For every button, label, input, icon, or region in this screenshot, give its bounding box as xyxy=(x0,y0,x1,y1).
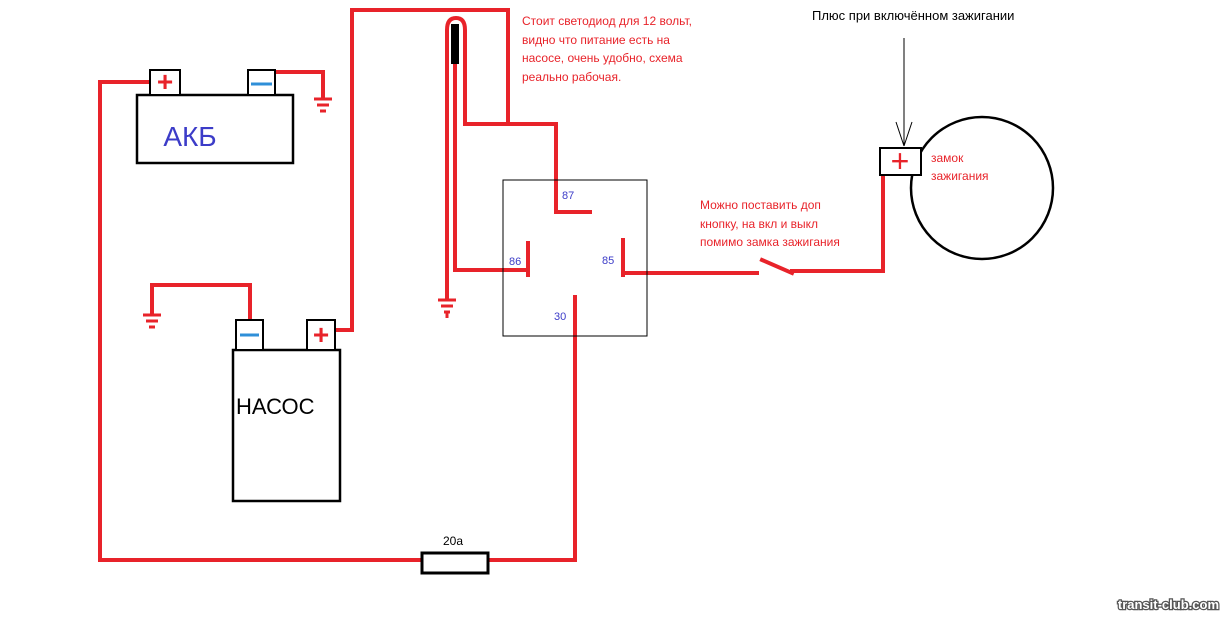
wires xyxy=(98,8,885,562)
ground-icon-pump xyxy=(143,313,161,329)
ignition-lock-circle xyxy=(909,115,1055,261)
ignition-plus-note: Плюс при включённом зажигании xyxy=(812,8,1014,23)
pump-label: НАСОС xyxy=(236,394,315,419)
button-note-line-2: кнопку, на вкл и выкл xyxy=(700,217,818,231)
watermark-text: transit-club.com xyxy=(1118,597,1219,612)
relay-pin-30-label: 30 xyxy=(554,311,566,323)
fuse-body xyxy=(420,551,490,575)
pump-plus-terminal xyxy=(306,319,336,351)
led-note: Стоит светодиод для 12 вольт, видно что … xyxy=(522,14,692,84)
ground-icon-relay xyxy=(438,298,456,318)
fuse: 20а xyxy=(420,534,490,575)
wire-pump-minus-to-ground xyxy=(150,283,252,322)
battery-label: АКБ xyxy=(163,121,216,152)
led-note-line-1: Стоит светодиод для 12 вольт, xyxy=(522,14,692,28)
ignition-plus-arrow xyxy=(895,38,913,147)
button-note: Можно поставить доп кнопку, на вкл и вык… xyxy=(700,198,840,249)
wire-led-loop xyxy=(445,15,510,126)
led-indicator xyxy=(451,24,459,64)
ignition-label-line2: зажигания xyxy=(931,169,989,183)
pump: + НАСОС xyxy=(231,319,342,503)
wire-switch-to-ignition xyxy=(790,174,885,273)
relay-pin-87-label: 87 xyxy=(562,190,574,202)
button-note-line-1: Можно поставить доп xyxy=(700,198,821,212)
battery-plus-terminal xyxy=(149,69,181,96)
battery-body xyxy=(135,93,295,165)
wire-battery-minus-to-ground xyxy=(273,70,325,99)
relay-pin-85-label: 85 xyxy=(602,255,614,267)
ignition-lock: + замок зажигания xyxy=(879,115,1055,261)
ground-icon-battery xyxy=(314,97,332,113)
fuse-label: 20а xyxy=(443,534,463,548)
wire-led-to-relay-86 xyxy=(453,58,530,272)
pump-body xyxy=(231,348,342,503)
led-note-line-3: насосе, очень удобно, схема xyxy=(522,51,683,65)
ignition-label-line1: замок xyxy=(931,151,964,165)
ignition-plus-sign: + xyxy=(891,143,910,179)
wire-pump-plus-to-relay-87 xyxy=(335,8,592,332)
ignition-plus-terminal xyxy=(879,147,922,176)
battery: + АКБ xyxy=(135,66,295,165)
led-note-line-4: реально рабочая. xyxy=(522,70,621,84)
button-note-line-3: помимо замка зажигания xyxy=(700,235,840,249)
led-note-line-2: видно что питание есть на xyxy=(522,33,670,47)
wire-fuse-to-relay-30 xyxy=(486,333,577,562)
ground-symbols xyxy=(143,97,456,329)
relay: 87 86 85 30 xyxy=(502,179,648,337)
switch-lever xyxy=(759,257,795,276)
wire-battery-plus-to-fuse xyxy=(98,80,424,562)
relay-pin-86-label: 86 xyxy=(509,256,521,268)
battery-plus-sign: + xyxy=(157,66,173,97)
relay-body xyxy=(502,179,648,337)
pump-plus-sign: + xyxy=(313,319,329,350)
